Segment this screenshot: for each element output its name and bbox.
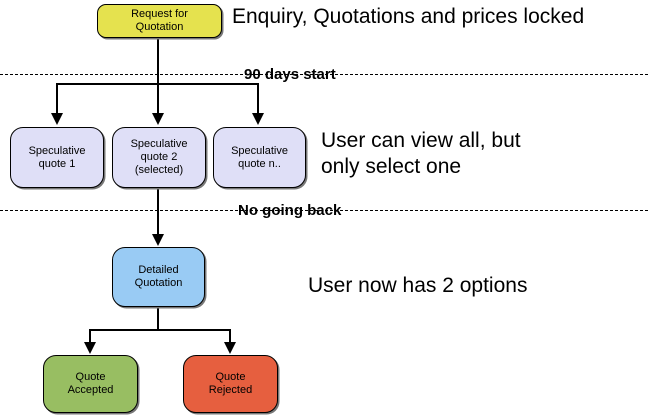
arrowhead-icon xyxy=(252,113,264,125)
annotation-user-can-view-all: User can view all, but only select one xyxy=(321,129,521,178)
connector-detailed-down xyxy=(157,307,159,331)
node-speculative-quote-2-selected: Speculative quote 2 (selected) xyxy=(112,127,206,188)
annotation-enquiry-prices-locked: Enquiry, Quotations and prices locked xyxy=(232,5,585,28)
node-label: Speculative quote 2 (selected) xyxy=(130,138,188,176)
node-label: Detailed Quotation xyxy=(134,264,183,289)
node-label: Request for Quotation xyxy=(131,8,188,33)
node-speculative-quote-n: Speculative quote n.. xyxy=(213,127,306,188)
connector-split-bottom xyxy=(89,329,231,331)
connector-to-quote1 xyxy=(56,83,58,114)
phase-divider-line-2 xyxy=(0,210,648,211)
annotation-90-days-start: 90 days start xyxy=(244,66,336,83)
connector-to-quoten xyxy=(257,83,259,114)
connector-to-quote2 xyxy=(157,83,159,114)
arrowhead-icon xyxy=(152,234,164,246)
arrowhead-icon xyxy=(51,113,63,125)
arrowhead-icon xyxy=(152,113,164,125)
node-label: Speculative quote 1 xyxy=(28,144,86,170)
connector-request-down xyxy=(157,38,159,84)
annotation-no-going-back: No going back xyxy=(238,202,342,219)
connector-to-rejected xyxy=(229,329,231,342)
node-quote-rejected: Quote Rejected xyxy=(183,355,278,413)
node-speculative-quote-1: Speculative quote 1 xyxy=(10,127,104,188)
node-detailed-quotation: Detailed Quotation xyxy=(112,247,205,307)
arrowhead-icon xyxy=(84,342,96,354)
connector-selected-down xyxy=(157,188,159,234)
phase-divider-line-1 xyxy=(0,74,648,75)
annotation-user-has-2-options: User now has 2 options xyxy=(308,274,528,297)
node-quote-accepted: Quote Accepted xyxy=(43,355,138,413)
arrowhead-icon xyxy=(224,342,236,354)
node-label: Quote Rejected xyxy=(208,371,253,396)
connector-to-accepted xyxy=(89,329,91,342)
node-label: Quote Accepted xyxy=(67,371,114,396)
node-label: Speculative quote n.. xyxy=(231,144,288,170)
node-request-for-quotation: Request for Quotation xyxy=(97,4,222,38)
